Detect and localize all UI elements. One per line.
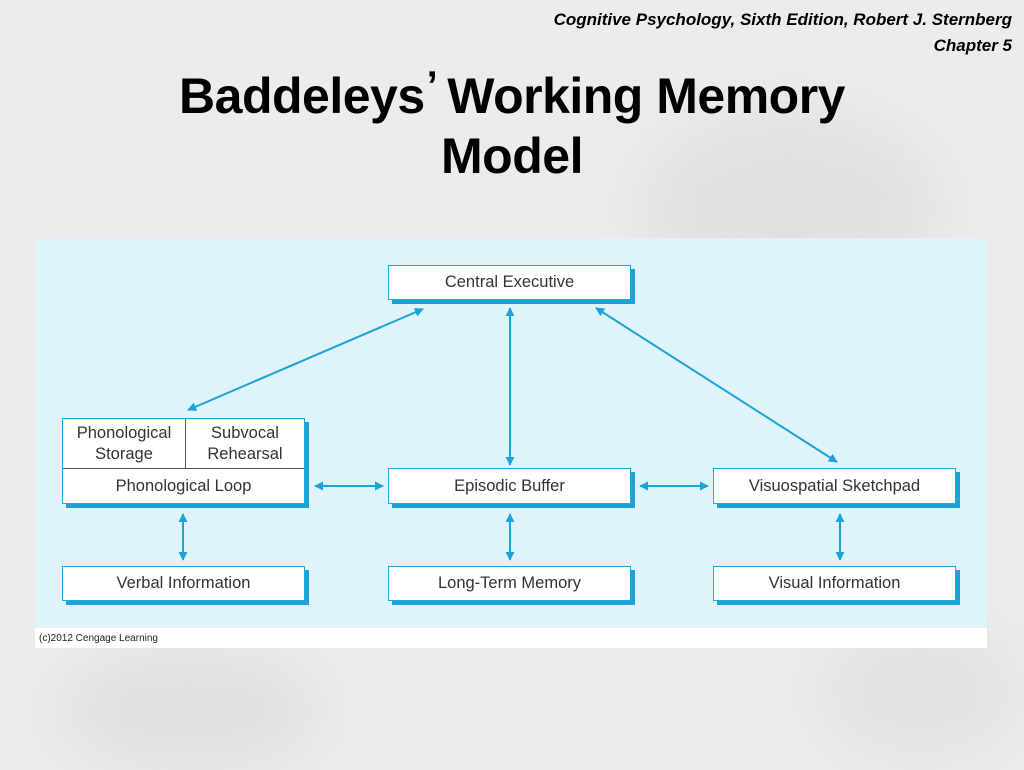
book-citation: Cognitive Psychology, Sixth Edition, Rob… (553, 10, 1012, 29)
central-executive-box: Central Executive (388, 265, 631, 300)
phonological-loop-cell: Phonological Loop (63, 469, 304, 503)
phonological-storage-cell: Phonological Storage (63, 419, 186, 469)
subvocal-rehearsal-label-1: Subvocal (211, 423, 279, 442)
title-phrase: Working Memory (447, 68, 845, 124)
central-executive-label: Central Executive (444, 273, 575, 291)
long-term-memory-label: Long-Term Memory (437, 574, 582, 592)
chapter-label: Chapter 5 (933, 36, 1012, 55)
phonological-loop-box: Phonological Storage Subvocal Rehearsal … (62, 418, 305, 504)
phonological-storage-label-2: Storage (95, 444, 153, 463)
verbal-information-box: Verbal Information (62, 566, 305, 601)
visuospatial-sketchpad-label: Visuospatial Sketchpad (748, 476, 921, 495)
visual-information-box: Visual Information (713, 566, 956, 601)
visual-information-label: Visual Information (768, 574, 901, 592)
episodic-buffer-box: Episodic Buffer (388, 468, 631, 504)
title-word: Baddeleys (179, 68, 425, 124)
panel-footer: (c)2012 Cengage Learning (35, 628, 987, 648)
title-apostrophe: ’ (426, 64, 438, 108)
phonological-storage-label-1: Phonological (76, 423, 172, 442)
background-shape (60, 650, 320, 770)
long-term-memory-box: Long-Term Memory (388, 566, 631, 601)
diagram-arrows (178, 307, 845, 561)
verbal-information-label: Verbal Information (116, 574, 251, 592)
visuospatial-sketchpad-box: Visuospatial Sketchpad (713, 468, 956, 504)
slide-title: Baddeleys’Working Memory (0, 55, 1024, 127)
diagram-panel: Central Executive Phonological Storage S… (35, 238, 987, 648)
arrow-executive-to-sketchpad (595, 307, 838, 463)
phonological-loop-label: Phonological Loop (115, 476, 252, 495)
slide-title-line2: Model (441, 128, 583, 184)
episodic-buffer-label: Episodic Buffer (454, 476, 565, 495)
copyright-credit: (c)2012 Cengage Learning (39, 633, 158, 644)
subvocal-rehearsal-cell: Subvocal Rehearsal (186, 419, 304, 469)
arrow-executive-to-loop (187, 308, 424, 411)
subvocal-rehearsal-label-2: Rehearsal (207, 444, 283, 463)
